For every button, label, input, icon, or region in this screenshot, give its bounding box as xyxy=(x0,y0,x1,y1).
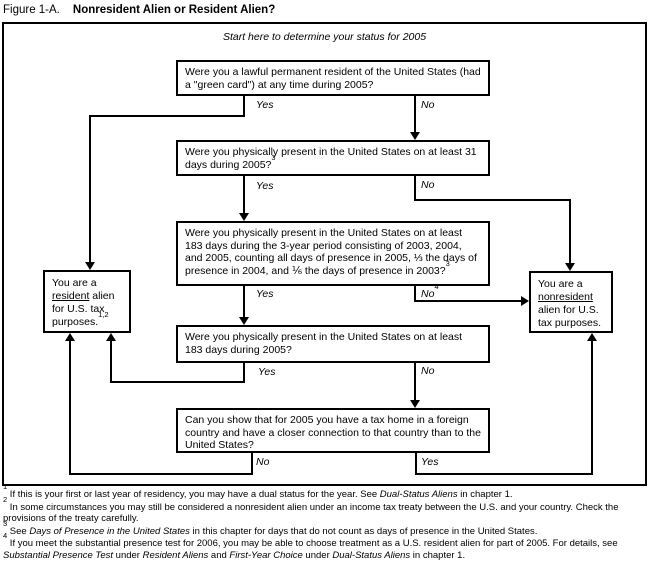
figure-heading: Nonresident Alien or Resident Alien? xyxy=(72,4,276,16)
arrowhead-down-icon xyxy=(85,262,95,270)
branch-label-q3-yes: Yes xyxy=(256,288,274,300)
flow-line-q1-yes xyxy=(89,115,245,117)
question-box-tax-home: Can you show that for 2005 you have a ta… xyxy=(176,408,490,453)
result-box-resident-alien: You are a resident alien for U.S. tax pu… xyxy=(43,270,131,333)
branch-label-q1-no: No xyxy=(421,99,435,111)
arrowhead-right-icon xyxy=(521,296,529,306)
flow-line-q2-no xyxy=(414,199,571,201)
branch-label-q4-no: No xyxy=(421,365,435,377)
arrowhead-down-icon xyxy=(239,317,249,325)
flow-line-q5-yes xyxy=(415,473,593,475)
flow-line-q1-no xyxy=(414,96,416,134)
footnote-3: 3 See Days of Presence in the United Sta… xyxy=(3,518,538,537)
flow-line-q3-no xyxy=(414,286,416,302)
flow-line-q2-no xyxy=(414,176,416,201)
flow-line-q5-yes xyxy=(591,339,593,475)
question-box-183-days-2005: Were you physically present in the Unite… xyxy=(176,325,490,363)
branch-label-q2-no: No xyxy=(421,179,435,191)
arrowhead-up-icon xyxy=(587,333,597,341)
flow-line-q4-yes xyxy=(243,363,245,383)
start-here-label: Start here to determine your status for … xyxy=(222,31,427,43)
flow-line-q1-yes xyxy=(243,96,245,117)
question-box-31-days: Were you physically present in the Unite… xyxy=(176,140,490,176)
flow-line-q5-yes xyxy=(415,453,417,475)
question-box-green-card: Were you a lawful permanent resident of … xyxy=(176,60,490,96)
arrowhead-down-icon xyxy=(239,213,249,221)
footnote-1: 1 If this is your first or last year of … xyxy=(3,482,513,500)
arrowhead-down-icon xyxy=(565,263,575,271)
flow-line-q1-yes xyxy=(89,115,91,264)
flow-line-q5-no xyxy=(251,453,253,475)
flow-line-q3-no xyxy=(414,300,523,302)
arrowhead-down-icon xyxy=(410,400,420,408)
footnote-4: 4 If you meet the substantial presence t… xyxy=(3,531,618,561)
flow-line-q4-yes xyxy=(110,339,112,383)
footnotes: 1 If this is your first or last year of … xyxy=(3,482,651,562)
flow-line-q3-yes xyxy=(243,286,245,319)
arrowhead-up-icon xyxy=(106,333,116,341)
result-box-nonresident-alien: You are a nonresident alien for U.S. tax… xyxy=(529,271,613,333)
branch-label-q2-yes: Yes xyxy=(256,180,274,192)
flow-line-q4-no xyxy=(414,363,416,402)
question-box-183-days-3-year: Were you physically present in the Unite… xyxy=(176,221,490,286)
arrowhead-up-icon xyxy=(65,333,75,341)
branch-label-q4-yes: Yes xyxy=(258,366,276,378)
flow-line-q2-no xyxy=(569,199,571,265)
flow-line-q5-no xyxy=(69,339,71,475)
arrowhead-down-icon xyxy=(410,132,420,140)
flow-line-q5-no xyxy=(69,473,253,475)
figure-number: Figure 1-A. xyxy=(3,4,60,16)
branch-label-q3-no: No4 xyxy=(421,282,439,300)
branch-label-q5-no: No xyxy=(256,456,270,468)
branch-label-q1-yes: Yes xyxy=(256,99,274,111)
flow-line-q4-yes xyxy=(110,381,245,383)
figure-title: Figure 1-A. Nonresident Alien or Resident… xyxy=(3,4,275,16)
footnote-2: 2 In some circumstances you may still be… xyxy=(3,494,619,524)
flow-line-q2-yes xyxy=(243,176,245,215)
branch-label-q5-yes: Yes xyxy=(421,456,439,468)
